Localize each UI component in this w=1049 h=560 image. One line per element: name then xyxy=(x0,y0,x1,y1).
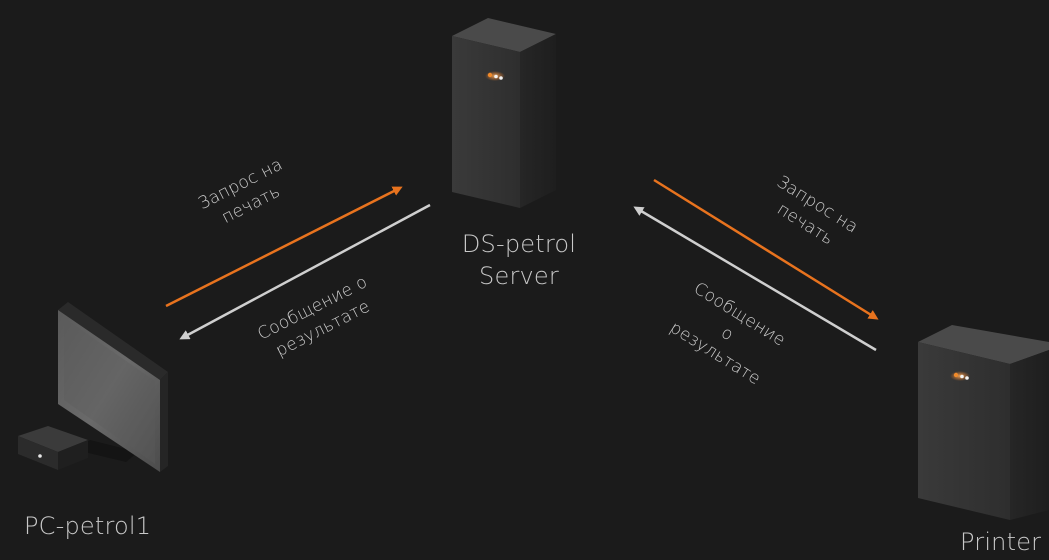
node-label-server: DS-petrol Server xyxy=(456,228,582,293)
computer-icon xyxy=(18,302,168,472)
arrow-request-server-to-printer xyxy=(653,178,879,320)
arrow-request-pc-to-server xyxy=(165,186,403,308)
node-label-pc: PC-petrol1 xyxy=(24,512,152,540)
arrow-response-printer-to-server xyxy=(633,206,877,352)
printer-server-icon xyxy=(918,325,1049,520)
arrow-response-server-to-pc xyxy=(179,203,431,340)
node-label-printer: Printer xyxy=(960,528,1042,556)
node-label-server-line2: Server xyxy=(479,262,559,291)
node-label-server-line1: DS-petrol xyxy=(461,230,577,258)
server-icon xyxy=(452,18,556,208)
